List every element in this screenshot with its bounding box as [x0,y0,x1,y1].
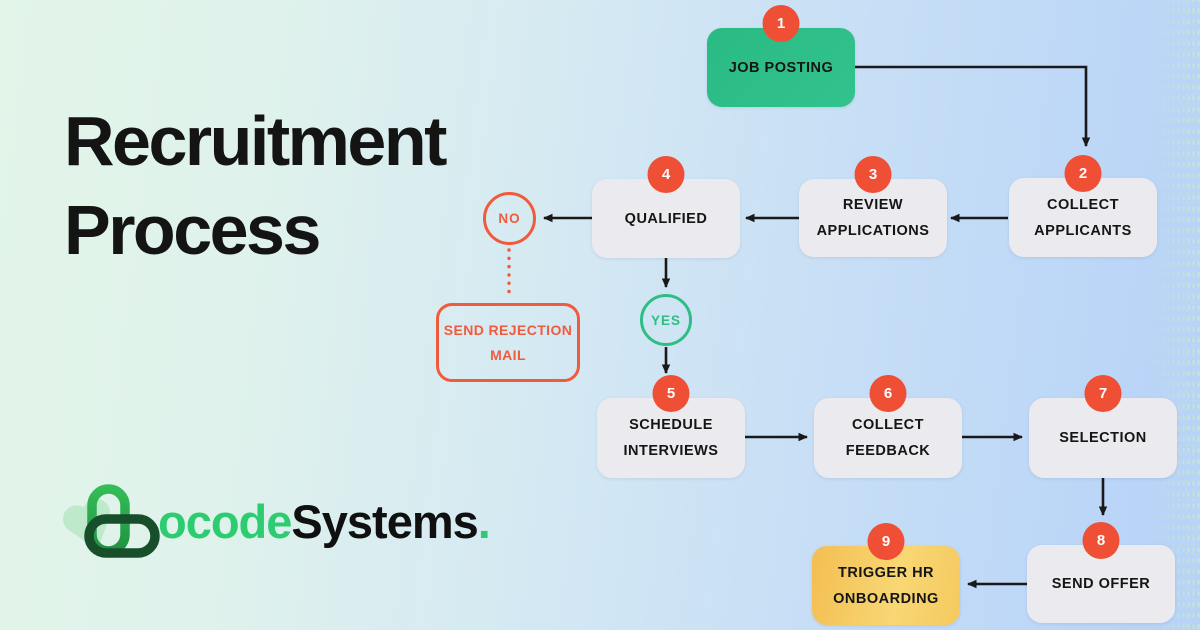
brand-logo-text: ocodeSystems. [158,490,491,554]
flow-node-label: COLLECT APPLICANTS [1034,196,1132,239]
flow-node-label: QUALIFIED [624,210,708,227]
step-badge-3: 3 [854,156,892,193]
decision-yes-label: YES [650,312,681,328]
flow-node-label: SEND OFFER [1051,576,1151,592]
logo-text-ocode: ocode [158,495,292,548]
decision-yes-circle: YES [640,294,692,346]
flow-node-send-rejection-mail: SEND REJECTION MAIL [436,303,580,382]
horizontal-pill [84,514,160,558]
decision-no-circle: NO [483,192,536,245]
flow-node-qualified: 4 QUALIFIED [592,156,740,258]
flow-node-schedule-interviews: 5 SCHEDULE INTERVIEWS [597,375,745,478]
right-edge-speckle-texture [1148,0,1200,630]
brand-logo: ocodeSystems. [62,483,502,583]
flow-node-trigger-hr-onboarding: 9 TRIGGER HR ONBOARDING [812,523,960,625]
step-badge-2: 2 [1064,155,1102,192]
flow-node-review-applications: 3 REVIEW APPLICATIONS [799,156,947,257]
rejection-label: SEND REJECTION MAIL [443,321,573,363]
flow-node-selection: 7 SELECTION [1029,375,1177,478]
flow-node-label: TRIGGER HR ONBOARDING [833,564,939,607]
logo-text-systems: Systems [291,495,478,548]
arrow-1-to-2 [855,65,1091,147]
step-badge-1: 1 [762,5,800,42]
step-badge-8: 8 [1082,522,1120,559]
flow-node-label: COLLECT FEEDBACK [845,417,931,459]
flow-node-label: JOB POSTING [728,59,834,76]
flow-node-label: SCHEDULE INTERVIEWS [623,417,719,459]
step-badge-9: 9 [867,523,905,560]
flow-node-collect-feedback: 6 COLLECT FEEDBACK [814,375,962,478]
step-badge-4: 4 [647,156,685,193]
logo-text-dot: . [477,495,491,548]
flow-node-label: SELECTION [1059,430,1147,446]
flow-node-collect-applicants: 2 COLLECT APPLICANTS [1009,155,1157,257]
flow-node-job-posting: 1 JOB POSTING [707,5,855,107]
ocode-systems-logo-icon [62,484,160,558]
flow-node-label: REVIEW APPLICATIONS [816,197,930,239]
step-badge-6: 6 [869,375,907,412]
step-badge-5: 5 [652,375,690,412]
step-badge-7: 7 [1084,375,1122,412]
page-title: Recruitment Process [64,101,447,269]
flow-node-send-offer: 8 SEND OFFER [1027,522,1175,623]
decision-no-label: NO [498,211,521,226]
